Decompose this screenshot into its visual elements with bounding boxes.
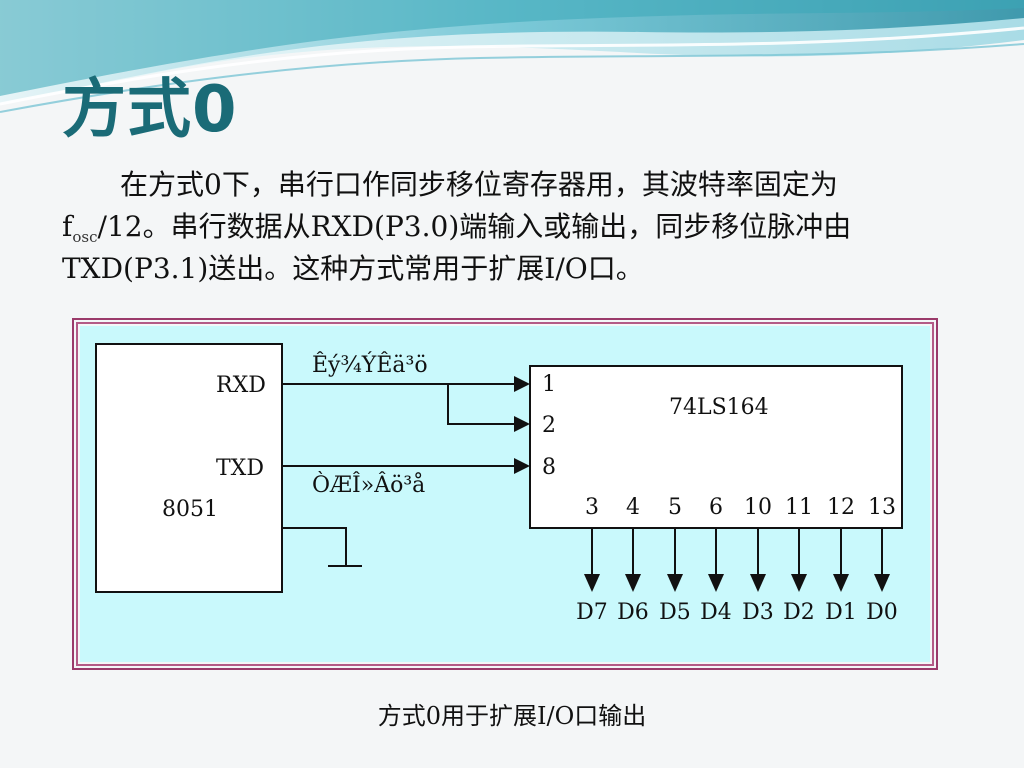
- body-text-part2: /12。串行数据从RXD(P3.0)端输入或输出，同步移位脉冲由TXD(P3.1…: [62, 210, 852, 285]
- header-wave-decoration: [0, 0, 1024, 113]
- input-pin-1: 1: [542, 372, 556, 397]
- output-label-d7: D7: [576, 600, 608, 625]
- diagram-caption: 方式0用于扩展I/O口输出: [377, 702, 647, 730]
- ground-wire: [282, 527, 347, 566]
- output-label-d2: D2: [783, 600, 815, 625]
- chip-74ls164-box: [529, 365, 903, 529]
- output-label-d5: D5: [659, 600, 691, 625]
- rxd-branch-line: [447, 384, 516, 425]
- output-pin-labels: 3 4 5 6 10 11 12 13: [585, 495, 896, 520]
- output-arrowhead-d4: [708, 574, 724, 592]
- body-text-part1: 在方式0下，串行口作同步移位寄存器用，其波特率固定为f: [62, 168, 838, 243]
- output-pin-10: 10: [744, 495, 772, 520]
- input-pin-2: 2: [542, 413, 556, 438]
- output-pin-4: 4: [626, 495, 640, 520]
- slide-title: 方式0: [62, 73, 238, 147]
- diagram-inner-border: [76, 322, 934, 666]
- body-paragraph: 在方式0下，串行口作同步移位寄存器用，其波特率固定为fosc/12。串行数据从R…: [62, 164, 942, 290]
- chip-74ls164-label: 74LS164: [669, 395, 769, 420]
- pin-rxd-label: RXD: [216, 373, 266, 398]
- diagram-outer-border: [72, 318, 938, 670]
- output-data-labels: D7 D6 D5 D4 D3 D2 D1 D0: [576, 600, 898, 625]
- data-line-label: Êý¾ÝÊä³ö: [312, 351, 428, 378]
- output-arrowhead-d6: [625, 574, 641, 592]
- output-pin-5: 5: [668, 495, 682, 520]
- output-pin-3: 3: [585, 495, 599, 520]
- output-pin-12: 12: [827, 495, 855, 520]
- output-pin-6: 6: [709, 495, 723, 520]
- output-arrowhead-d5: [667, 574, 683, 592]
- chip-8051-label: 8051: [162, 497, 218, 522]
- output-label-d0: D0: [866, 600, 898, 625]
- output-arrowhead-d2: [791, 574, 807, 592]
- output-label-d4: D4: [700, 600, 732, 625]
- fosc-subscript: osc: [72, 228, 98, 246]
- pin-txd-label: TXD: [216, 456, 264, 481]
- output-label-d3: D3: [742, 600, 774, 625]
- rxd-branch-arrowhead: [514, 416, 530, 432]
- txd-arrowhead: [514, 458, 530, 474]
- output-arrowhead-d7: [584, 574, 600, 592]
- output-arrows: [584, 528, 890, 592]
- input-pin-8: 8: [542, 455, 556, 480]
- clock-line-label: ÒÆÎ»Âö³å: [312, 471, 425, 498]
- output-arrowhead-d0: [874, 574, 890, 592]
- rxd-arrowhead: [514, 376, 530, 392]
- output-pin-11: 11: [785, 495, 813, 520]
- output-arrowhead-d3: [750, 574, 766, 592]
- output-label-d1: D1: [825, 600, 857, 625]
- chip-8051-box: [95, 343, 283, 593]
- output-pin-13: 13: [868, 495, 896, 520]
- output-arrowhead-d1: [833, 574, 849, 592]
- output-label-d6: D6: [617, 600, 649, 625]
